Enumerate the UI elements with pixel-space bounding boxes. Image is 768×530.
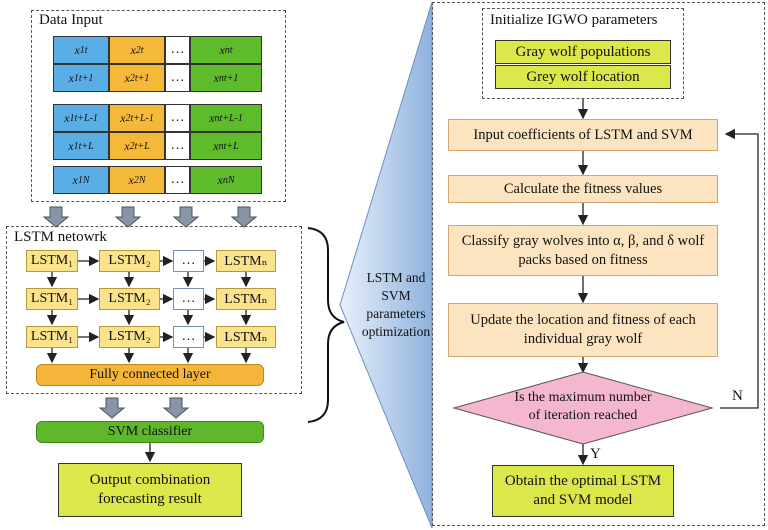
no-label: N xyxy=(732,388,743,404)
optimization-wedge xyxy=(339,1,433,529)
step-input-coefficients: Input coefficients of LSTM and SVM xyxy=(448,119,718,151)
step-update-location: Update the location and fitness of each … xyxy=(448,303,718,357)
data-cell-ellipsis: … xyxy=(165,36,190,64)
lstm-unit-1: LSTM₁ xyxy=(26,288,78,310)
lstm-unit-2: LSTM₂ xyxy=(99,326,160,348)
igwo-init-title: Initialize IGWO parameters xyxy=(490,12,658,28)
lstm-ellipsis: … xyxy=(173,288,204,310)
output-box: Output combination forecasting result xyxy=(58,463,242,517)
wolf-location-box: Grey wolf location xyxy=(495,65,671,89)
fully-connected-layer: Fully connected layer xyxy=(36,364,264,386)
svm-classifier: SVM classifier xyxy=(36,421,264,443)
data-input-panel xyxy=(31,10,286,202)
final-model-box: Obtain the optimal LSTM and SVM model xyxy=(492,465,674,517)
wolf-populations-box: Gray wolf populations xyxy=(495,40,671,64)
curly-brace xyxy=(307,227,345,423)
data-flow-arrows xyxy=(42,206,258,419)
lstm-network-title: LSTM netowrk xyxy=(14,229,107,245)
decision-diamond xyxy=(452,371,714,445)
data-cell-ellipsis: … xyxy=(165,166,190,194)
no-loop-line xyxy=(720,128,759,409)
lstm-unit-n: LSTMₙ xyxy=(216,326,276,348)
step-classify-wolves: Classify gray wolves into α, β, and δ wo… xyxy=(448,225,718,276)
igwo-init-panel xyxy=(482,8,684,99)
lstm-unit-1: LSTM₁ xyxy=(26,250,78,272)
step-calculate-fitness: Calculate the fitness values xyxy=(448,175,718,203)
lstm-unit-n: LSTMₙ xyxy=(216,250,276,272)
optimization-label: LSTM and SVM parameters optimization xyxy=(361,270,431,339)
lstm-unit-2: LSTM₂ xyxy=(99,250,160,272)
yes-label: Y xyxy=(590,446,601,462)
data-cell-ellipsis: … xyxy=(165,64,190,92)
lstm-unit-2: LSTM₂ xyxy=(99,288,160,310)
lstm-arrows xyxy=(46,255,252,463)
lstm-unit-n: LSTMₙ xyxy=(216,288,276,310)
lstm-ellipsis: … xyxy=(173,250,204,272)
decision-text: Is the maximum number of iteration reach… xyxy=(514,390,652,423)
igwo-panel xyxy=(432,2,765,526)
data-input-title: Data Input xyxy=(39,12,103,28)
lstm-ellipsis: … xyxy=(173,326,204,348)
lstm-network-panel xyxy=(6,226,302,394)
lstm-unit-1: LSTM₁ xyxy=(26,326,78,348)
data-cell-ellipsis: … xyxy=(165,132,190,160)
data-cell-ellipsis: … xyxy=(165,104,190,132)
